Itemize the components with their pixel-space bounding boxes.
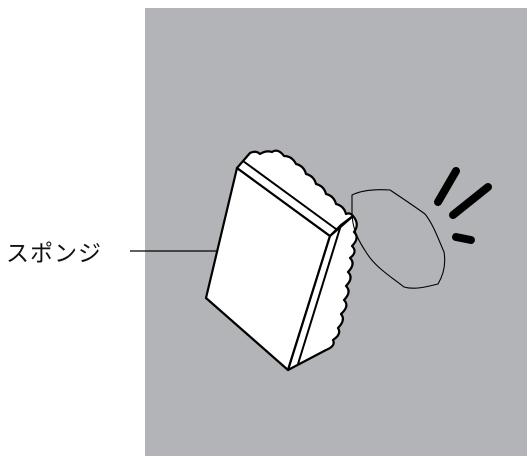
sponge-icon: [204, 149, 358, 372]
impact-lines-icon: [434, 167, 492, 244]
sponge-top-face: [235, 149, 355, 238]
sponge-side-face: [286, 214, 358, 372]
sponge-label: スポンジ: [6, 241, 102, 267]
scrubbed-area-outline: [351, 189, 446, 289]
